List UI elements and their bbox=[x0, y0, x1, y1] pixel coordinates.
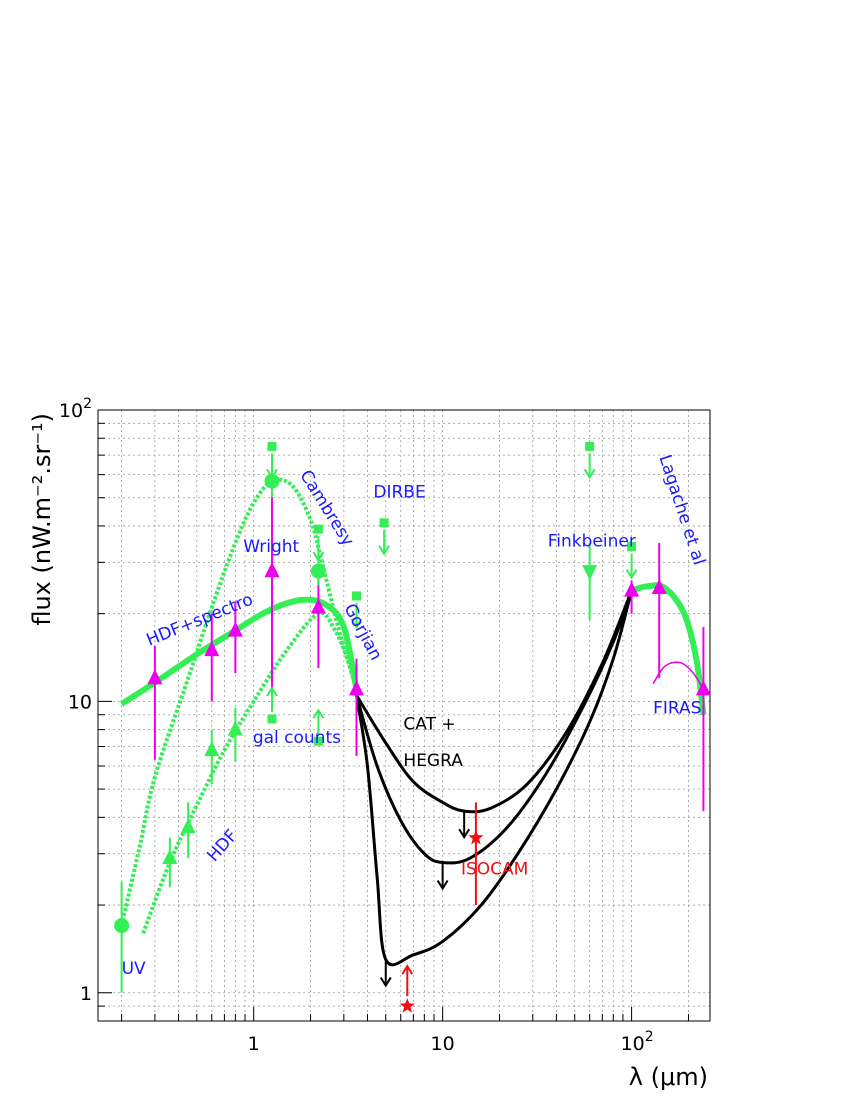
green-triangle-point bbox=[180, 818, 196, 834]
x-tick-label: 102 bbox=[621, 1029, 654, 1055]
data-points bbox=[114, 441, 711, 1013]
green-upper-limit-point-head bbox=[312, 551, 325, 563]
green-upper-limit-point-square bbox=[585, 441, 595, 451]
annotation-label-9: Lagache et al bbox=[654, 452, 708, 567]
black-upper-limit-point-head bbox=[436, 879, 449, 891]
green-circle-point bbox=[310, 563, 326, 579]
curve-magenta-solid-4 bbox=[652, 661, 705, 690]
y-tick-label: 10 bbox=[68, 691, 92, 713]
curve-black-solid-6 bbox=[355, 590, 634, 865]
y-axis-label: flux (nW.m⁻².sr⁻¹) bbox=[28, 413, 56, 626]
annotation-label-4: DIRBE bbox=[373, 483, 425, 503]
curve-green-solid-3 bbox=[630, 582, 707, 716]
x-tick-label: 1 bbox=[248, 1033, 260, 1055]
y-tick-label: 102 bbox=[59, 396, 92, 422]
curve-green-dotted-2 bbox=[141, 611, 359, 934]
green-upper-limit-point-head bbox=[266, 468, 278, 480]
green-lower-limit-point-head bbox=[312, 708, 325, 719]
green-upper-limit-point-square bbox=[351, 591, 361, 601]
green-upper-limit-point-head bbox=[350, 618, 363, 629]
red-star-point-head bbox=[401, 964, 414, 975]
plot-frame bbox=[97, 409, 711, 1022]
green-inverted-triangle-point bbox=[582, 565, 598, 581]
green-triangle-point bbox=[204, 741, 220, 757]
annotation-label-6: gal counts bbox=[253, 728, 341, 748]
green-circle-point bbox=[264, 473, 280, 489]
green-upper-limit-point-head bbox=[625, 568, 638, 580]
red-star-point bbox=[468, 829, 484, 845]
model-curves bbox=[119, 477, 707, 967]
green-circle-point bbox=[114, 918, 130, 934]
red-star-point bbox=[399, 998, 415, 1013]
green-lower-limit-point-head bbox=[266, 686, 278, 697]
annotation-label-0: UV bbox=[122, 959, 146, 979]
curve-black-solid-7 bbox=[355, 590, 634, 967]
y-tick-label: 1 bbox=[80, 983, 92, 1005]
annotation-label-8: Finkbeiner bbox=[548, 532, 636, 552]
magenta-triangle-point bbox=[310, 598, 326, 614]
annotation-label-10: FIRAS bbox=[653, 698, 701, 718]
green-upper-limit-point-square bbox=[627, 542, 637, 552]
green-upper-limit-point-head bbox=[583, 468, 596, 480]
black-upper-limit-point-head bbox=[458, 828, 471, 840]
magenta-triangle-point bbox=[348, 680, 364, 696]
magenta-triangle-point bbox=[264, 562, 280, 578]
green-lower-limit-point-square bbox=[267, 714, 277, 724]
annotation-label-13: ISOCAM bbox=[461, 859, 528, 879]
curve-green-dotted-1 bbox=[119, 477, 359, 927]
curve-black-solid-5 bbox=[355, 590, 633, 814]
magenta-triangle-point bbox=[651, 578, 667, 594]
green-upper-limit-point-head bbox=[378, 545, 390, 556]
annotation-label-12: HEGRA bbox=[403, 751, 463, 771]
magenta-triangle-point bbox=[695, 680, 711, 696]
axis-ticks: 1 10 102 1 10 102 bbox=[59, 396, 689, 1055]
x-tick-label: 10 bbox=[431, 1033, 455, 1055]
annotation-label-7: HDF bbox=[203, 826, 242, 866]
magenta-triangle-point bbox=[204, 641, 220, 657]
green-triangle-point bbox=[162, 849, 178, 865]
black-upper-limit-point-head bbox=[379, 977, 392, 988]
magenta-triangle-point bbox=[227, 621, 243, 637]
magenta-triangle-point bbox=[624, 581, 640, 597]
annotation-label-2: Wright bbox=[243, 537, 299, 557]
x-axis-label: λ (μm) bbox=[629, 1063, 708, 1091]
green-upper-limit-point-square bbox=[379, 518, 389, 528]
green-upper-limit-point-square bbox=[313, 524, 323, 534]
green-upper-limit-point-square bbox=[267, 441, 277, 451]
green-triangle-point bbox=[227, 720, 243, 736]
annotation-label-11: CAT + bbox=[403, 715, 455, 735]
curve-green-solid-0 bbox=[119, 596, 360, 707]
magenta-triangle-point bbox=[147, 669, 163, 685]
green-lower-limit-point-square bbox=[313, 736, 323, 746]
